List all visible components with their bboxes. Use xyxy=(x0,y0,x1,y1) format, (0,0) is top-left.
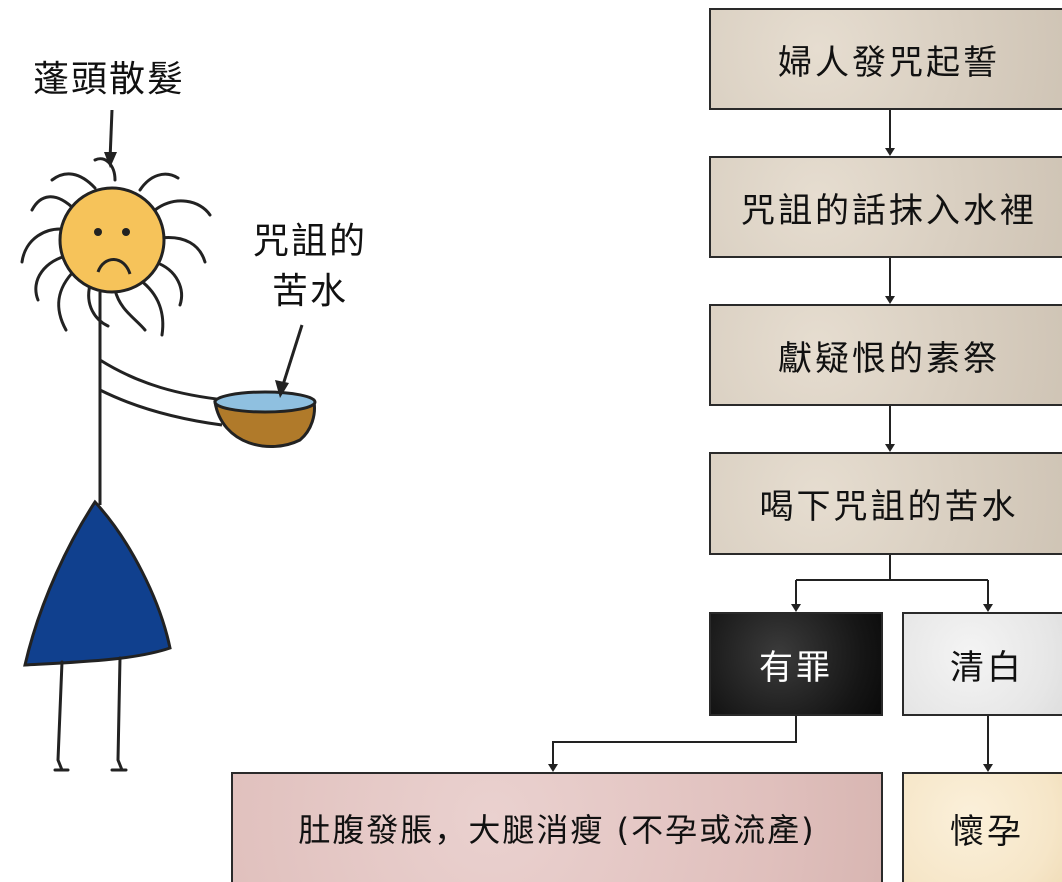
arrowhead-innocent-result xyxy=(983,764,993,772)
arrowhead-innocent xyxy=(983,604,993,612)
arrowhead-guilty xyxy=(791,604,801,612)
legs xyxy=(53,656,128,772)
connector-guilty-result xyxy=(552,716,797,766)
arrowhead-2 xyxy=(885,148,895,156)
result-guilty: 肚腹發脹，大腿消瘦 (不孕或流產) xyxy=(231,772,883,882)
water-pointer-line xyxy=(280,324,304,389)
arrowhead-4 xyxy=(885,444,895,452)
left-eye xyxy=(94,228,102,236)
result-innocent: 懷孕 xyxy=(902,772,1062,882)
messy-hair xyxy=(20,157,212,337)
step-grain-offering: 獻疑恨的素祭 xyxy=(709,304,1062,406)
step-vow: 婦人發咒起誓 xyxy=(709,8,1062,110)
frown-mouth xyxy=(96,258,132,275)
hair-pointer-line xyxy=(108,109,114,161)
arrowhead-3 xyxy=(885,296,895,304)
arm xyxy=(99,358,226,427)
outcome-guilty: 有罪 xyxy=(709,612,883,716)
arrowhead-guilty-result xyxy=(548,764,558,772)
hair-pointer-arrow xyxy=(104,152,117,168)
connector-branch xyxy=(795,555,989,606)
step-curse-into-water: 咒詛的話抹入水裡 xyxy=(709,156,1062,258)
bowl xyxy=(213,400,316,448)
hair-label: 蓬頭散髮 xyxy=(32,59,185,100)
bitter-water xyxy=(213,390,317,414)
water-label-line2: 苦水 xyxy=(271,271,348,312)
face xyxy=(58,186,166,294)
water-label-line1: 咒詛的 xyxy=(252,221,367,262)
right-eye xyxy=(122,228,130,236)
step-drink-bitter-water: 喝下咒詛的苦水 xyxy=(709,452,1062,555)
outcome-innocent: 清白 xyxy=(902,612,1062,716)
dress xyxy=(23,499,172,667)
water-pointer-arrow xyxy=(275,380,289,398)
